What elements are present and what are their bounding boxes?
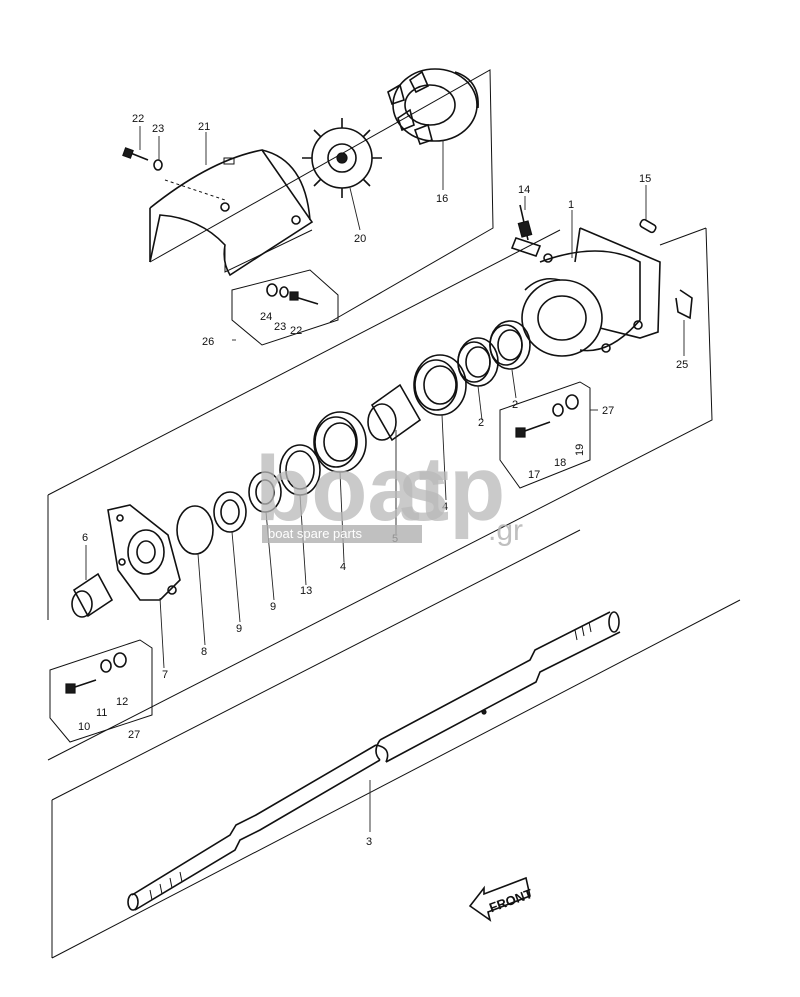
pump-cover-21 [149,149,314,277]
callout-24: 24 [260,311,272,323]
callout-1: 1 [568,199,574,211]
callout-21: 21 [198,121,210,133]
callout-9-b: 9 [236,623,242,635]
watermark-brand-left: boat [255,438,449,540]
callout-22-upper: 22 [132,113,144,125]
watermark-suffix: .gr [488,514,523,547]
pump-housing-1 [521,227,661,357]
callout-6: 6 [82,532,88,544]
callout-3: 3 [366,836,372,848]
sleeve-5 [367,383,422,442]
screw-22-upper [122,147,149,161]
washer-23-upper [153,159,163,171]
bearing-4-upper [413,354,467,416]
pin-15 [639,218,657,234]
frame-upper [149,69,494,323]
callout-14: 14 [518,184,530,196]
callout-27-lower: 27 [128,729,140,741]
clip-25 [675,289,693,320]
callout-13: 13 [300,585,312,597]
callout-2-a: 2 [512,399,518,411]
coupling-16 [387,68,479,146]
watermark-brand-right: sp [398,438,505,540]
fitting-14 [510,204,542,257]
callout-labels: 22 23 21 16 20 14 1 15 24 23 22 26 25 2 … [78,113,688,848]
callout-25: 25 [676,359,688,371]
bearing-2-a [489,320,531,370]
callout-8: 8 [201,646,207,658]
callout-23-upper: 23 [152,123,164,135]
o-ring-8 [176,505,214,555]
callout-15: 15 [639,173,651,185]
callout-27-upper: 27 [602,405,614,417]
callout-4-upper: 4 [442,501,448,513]
kit-box-26 [231,269,339,346]
kit-box-27-lower [49,639,153,743]
watermark-band [262,525,422,543]
watermark-logo: boat sp boat spare parts .gr [255,438,523,547]
leader-lines [85,126,685,832]
callout-19: 19 [574,444,586,456]
end-cover-7 [107,504,181,601]
callout-12: 12 [116,696,128,708]
frame-middle [47,227,713,761]
callout-17: 17 [528,469,540,481]
callout-20: 20 [354,233,366,245]
impeller-20 [302,118,382,198]
callout-10: 10 [78,721,90,733]
callout-26: 26 [202,336,214,348]
seal-9-b [213,491,247,533]
drive-shaft-3 [127,611,621,911]
bearing-2-b [457,337,499,387]
seal-9-a [248,471,282,513]
watermark-tagline: boat spare parts [268,526,362,541]
kit-box-27-upper [499,381,591,489]
callout-9-a: 9 [270,601,276,613]
front-arrow: FRONT [468,876,534,922]
callout-11: 11 [96,707,107,719]
frame-lower [51,529,741,959]
callout-23-lower: 23 [274,321,286,333]
callout-18: 18 [554,457,566,469]
bushing-6 [71,572,114,618]
callout-7: 7 [162,669,168,681]
callout-22-lower: 22 [290,325,302,337]
callout-4-lower: 4 [340,561,346,573]
callout-16: 16 [436,193,448,205]
callout-2-b: 2 [478,417,484,429]
